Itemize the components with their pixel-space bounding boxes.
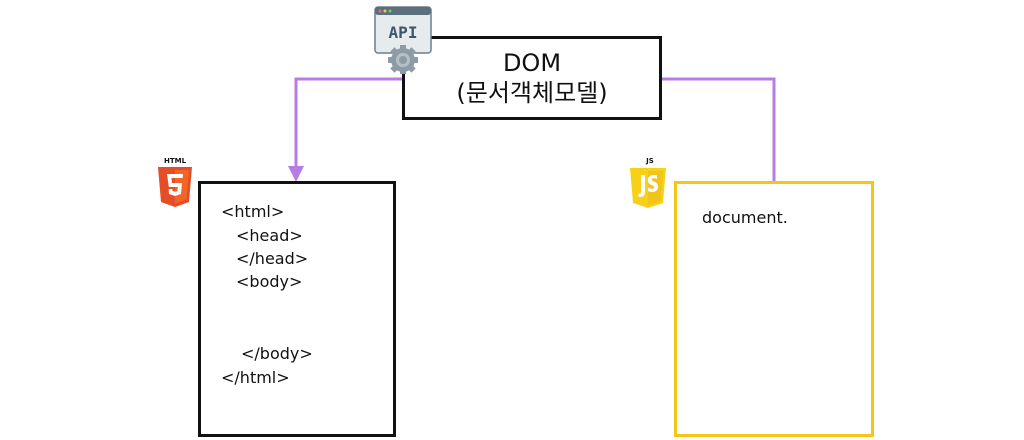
html-code-box: <html> <head> </head> <body> </body> </h… bbox=[198, 181, 396, 437]
js-code-box: document. bbox=[674, 181, 874, 437]
js-icon-label: JS bbox=[645, 157, 654, 165]
dom-to-js-connector bbox=[662, 77, 776, 181]
dom-to-html-connector bbox=[294, 77, 402, 170]
code-line-html-close: </html> bbox=[221, 368, 290, 387]
javascript-icon: JS bbox=[630, 157, 666, 208]
js-document-text: document. bbox=[702, 208, 788, 227]
dom-subtitle: (문서객체모델) bbox=[456, 79, 608, 107]
api-icon: API bbox=[374, 6, 432, 74]
dom-title: DOM bbox=[502, 49, 562, 77]
code-line-head-close: </head> bbox=[236, 249, 309, 268]
api-icon-label: API bbox=[389, 23, 418, 42]
code-line-head-open: <head> bbox=[236, 226, 303, 245]
dom-box: DOM (문서객체모델) bbox=[402, 36, 662, 120]
html5-icon: HTML bbox=[158, 157, 192, 207]
code-line-body-open: <body> bbox=[236, 272, 303, 291]
html5-icon-label: HTML bbox=[164, 157, 187, 165]
dom-to-html-arrowhead bbox=[288, 166, 304, 182]
code-line-html-open: <html> bbox=[221, 202, 285, 221]
code-line-body-close: </body> bbox=[241, 344, 313, 363]
